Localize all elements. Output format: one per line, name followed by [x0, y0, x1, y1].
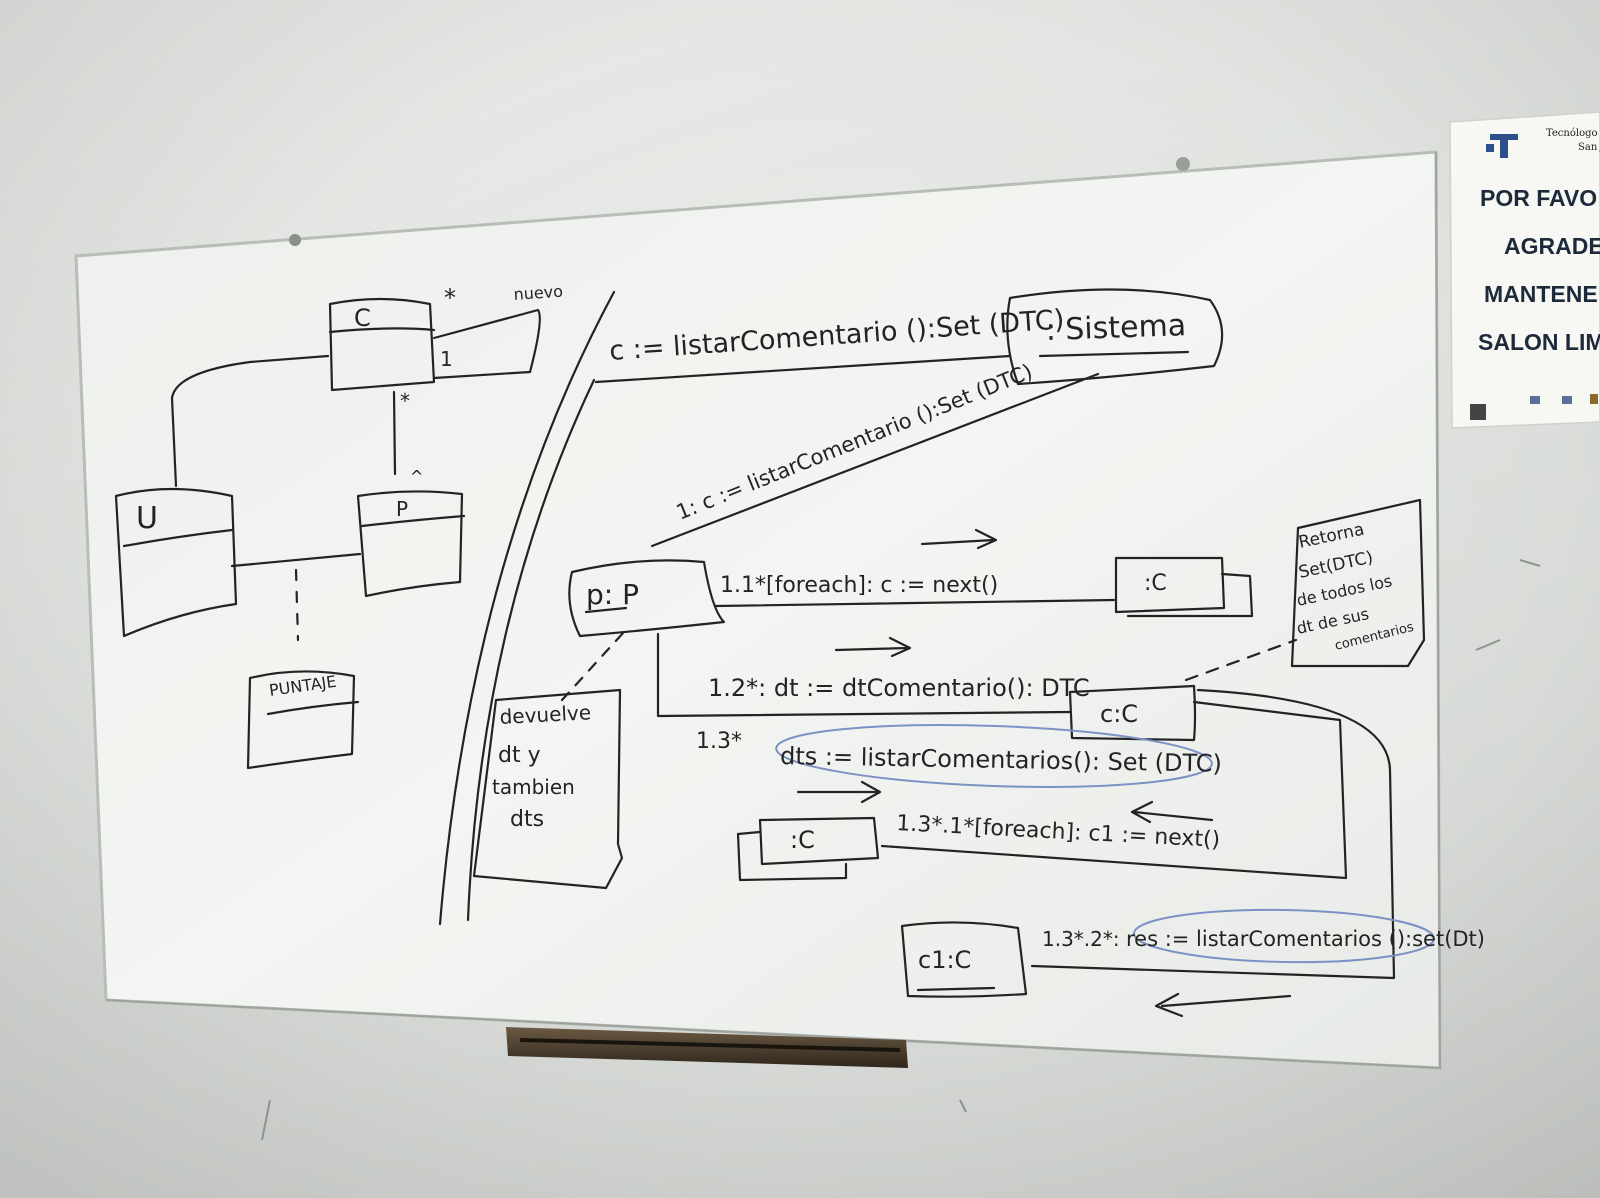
- class-box-p: [356, 490, 464, 598]
- notice-line: POR FAVO: [1480, 185, 1597, 211]
- class-diagram: [114, 297, 541, 770]
- whiteboard: [74, 150, 1442, 1070]
- communication-diagram: [560, 288, 1396, 1018]
- notice-header-2: San J: [1578, 142, 1600, 153]
- note-left-box: [472, 688, 624, 890]
- divider-lines: [438, 290, 616, 926]
- logo-mark: [1562, 396, 1572, 404]
- highlights: [775, 724, 1435, 964]
- qr-code-icon: [1470, 404, 1486, 420]
- msg-132-num: 1.3*.2*:: [1042, 927, 1120, 951]
- obj-c1-label: c1:C: [918, 946, 971, 974]
- obj-c-box: [1068, 684, 1197, 742]
- marker-tray: [506, 1027, 908, 1068]
- logo-mark: [1530, 396, 1540, 404]
- note-left-line: dt y: [498, 743, 541, 768]
- collection-c-top: [1114, 556, 1226, 614]
- msg-13-num: 1.3*: [696, 729, 742, 754]
- note-right-box: [1290, 498, 1426, 668]
- multiplicity-caret: ^: [410, 467, 423, 486]
- coll-c-mid-label: :C: [790, 826, 815, 854]
- class-box-u: [114, 487, 238, 638]
- highlight-132: [1133, 908, 1435, 964]
- magnet: [1176, 157, 1190, 171]
- obj-c1-box: [900, 921, 1028, 998]
- wall-notice: Tecnólogo San J POR FAVO AGRADE MANTENE …: [1449, 111, 1600, 429]
- note-left-line: devuelve: [499, 700, 592, 729]
- notice-header: Tecnólogo: [1546, 128, 1598, 139]
- class-box-c: [328, 297, 436, 392]
- magnet: [289, 234, 301, 246]
- logo-mark: [1590, 394, 1598, 404]
- msg-12: 1.2*: dt := dtComentario(): DTC: [708, 674, 1090, 702]
- multiplicity-star: *: [444, 284, 456, 312]
- institution-logo: [1486, 134, 1518, 158]
- notes: [472, 498, 1426, 890]
- msg-132: res := listarComentarios ():set(Dt): [1126, 927, 1485, 951]
- notice-line: SALON LIM: [1478, 329, 1600, 355]
- highlight-13: [775, 724, 1213, 788]
- class-c-label: C: [354, 304, 371, 332]
- class-box-puntaje: [246, 670, 356, 770]
- self-assoc-label: nuevo: [513, 282, 564, 304]
- class-p-label: P: [396, 497, 408, 521]
- collection-c-mid: [758, 816, 880, 866]
- note-left-line: dts: [510, 807, 544, 832]
- notice-line: MANTENE: [1484, 281, 1598, 307]
- obj-c-label: c:C: [1100, 700, 1138, 728]
- pp-label: p: P: [586, 578, 639, 611]
- msg-11: 1.1*[foreach]: c := next(): [720, 573, 998, 598]
- sistema-label: : Sistema: [1045, 308, 1187, 348]
- coll-c-top-label: :C: [1144, 571, 1167, 596]
- pp-box: [568, 559, 726, 638]
- multiplicity-star: *: [400, 389, 410, 413]
- wall-marks: [261, 559, 1541, 1141]
- sistema-box: [1006, 288, 1224, 386]
- notice-line: AGRADE: [1504, 233, 1600, 259]
- note-left-line: tambien: [492, 775, 575, 799]
- multiplicity-one: 1: [440, 347, 453, 371]
- class-u-label: U: [136, 501, 158, 536]
